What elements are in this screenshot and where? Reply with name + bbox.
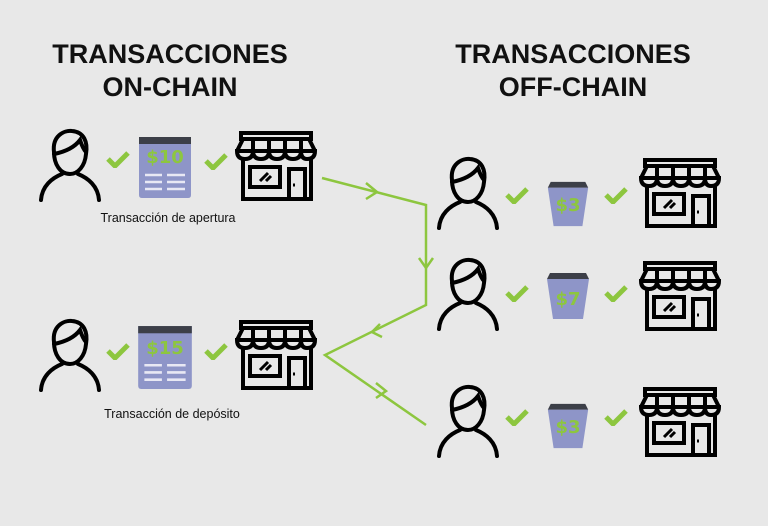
flow-path — [321, 176, 428, 427]
onchain-row-deposit: $15 Transacción de depósito — [39, 318, 317, 421]
onchain-row-opening: $10 Transacción de apertura — [39, 128, 317, 225]
caption-deposit: Transacción de depósito — [104, 407, 240, 421]
check-icon — [206, 155, 226, 168]
check-icon — [606, 287, 626, 300]
person-icon — [437, 156, 499, 230]
flow-lines — [321, 176, 435, 427]
arrow-icon — [369, 323, 383, 339]
left-title-line2: ON-CHAIN — [103, 72, 238, 102]
cup-amount: $7 — [555, 289, 580, 310]
check-icon — [507, 411, 527, 424]
person-icon — [437, 384, 499, 458]
store-icon — [235, 320, 317, 390]
store-icon — [641, 389, 719, 455]
caption-opening: Transacción de apertura — [100, 211, 235, 225]
store-icon — [235, 131, 317, 201]
offchain-row-3: $3 — [437, 384, 719, 458]
arrow-icon — [417, 257, 435, 271]
arrow-icon — [375, 382, 389, 400]
arrow-icon — [365, 182, 380, 201]
right-title-line2: OFF-CHAIN — [499, 72, 647, 102]
check-icon — [108, 345, 128, 358]
offchain-row-1: $3 — [437, 156, 719, 230]
cup-amount: $3 — [555, 195, 580, 216]
store-icon — [641, 263, 719, 329]
cup-amount: $3 — [555, 417, 580, 438]
person-icon — [437, 257, 499, 331]
person-icon — [39, 318, 101, 392]
check-icon — [606, 189, 626, 202]
check-icon — [606, 411, 626, 424]
check-icon — [507, 189, 527, 202]
left-title-line1: TRANSACCIONES — [52, 39, 288, 69]
store-icon — [641, 160, 719, 226]
check-icon — [108, 153, 128, 166]
check-icon — [507, 287, 527, 300]
offchain-row-2: $7 — [437, 257, 719, 331]
receipt-amount: $15 — [146, 338, 184, 359]
check-icon — [206, 345, 226, 358]
right-title-line1: TRANSACCIONES — [455, 39, 691, 69]
person-icon — [39, 128, 101, 202]
receipt-amount: $10 — [146, 147, 184, 168]
